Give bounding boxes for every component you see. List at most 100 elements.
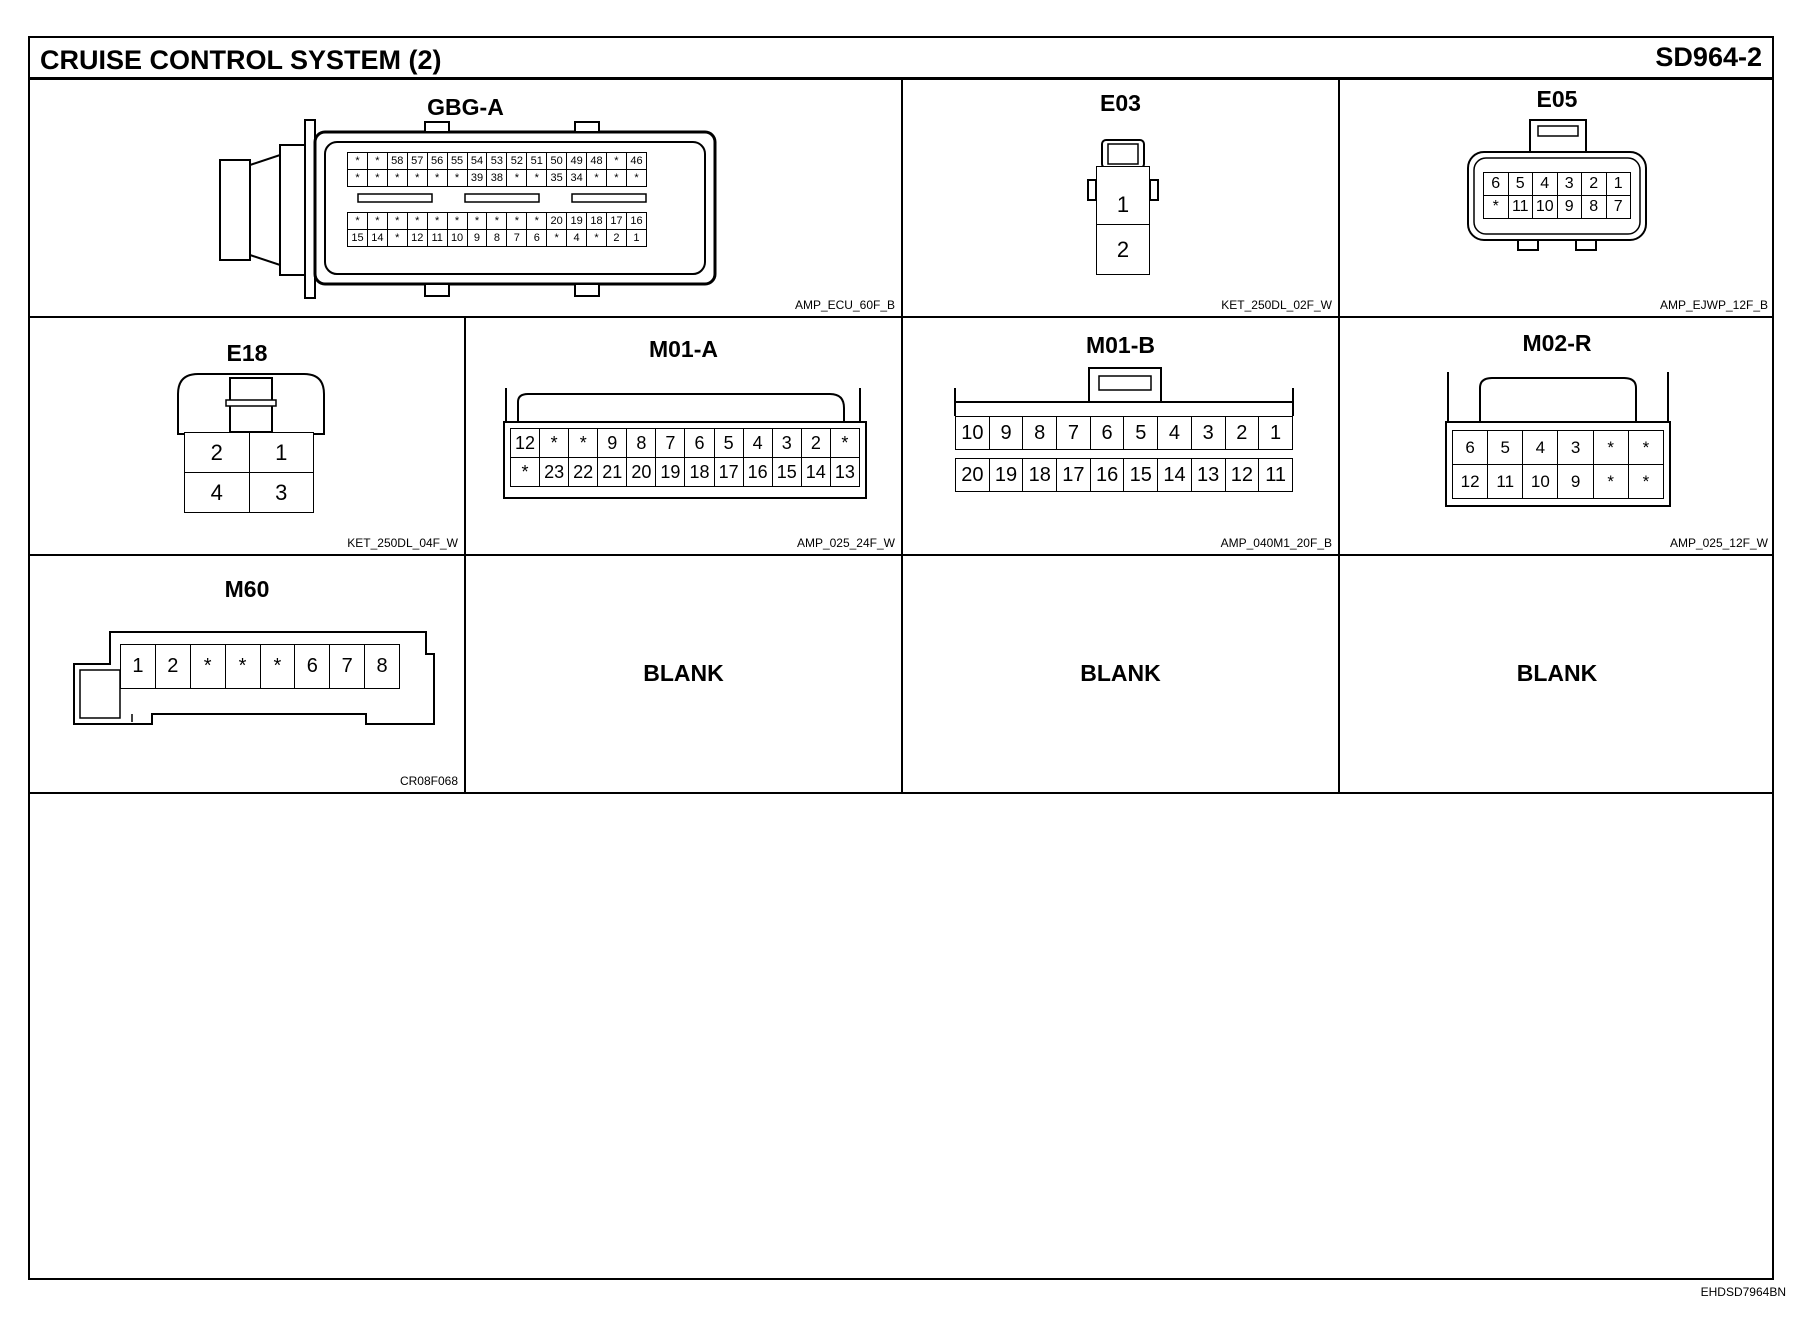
pin: * [446,212,468,230]
pin: 9 [466,229,488,247]
m02r-pins: 6 5 4 3 * * 12 11 10 9 * * [1451,430,1665,499]
header: CRUISE CONTROL SYSTEM (2) SD964-2 [30,38,1772,80]
pin: 9 [597,428,628,458]
pin: * [539,428,570,458]
pin: 6 [526,229,548,247]
pin-row: * * * * * * 39 38 * * 35 34 * * * [347,169,648,187]
pin: * [347,212,368,230]
pin: 20 [546,212,568,230]
cell-e18: E18 2 1 4 3 KET_250DL_04F_W [30,318,466,556]
pin: 12 [1451,464,1489,499]
e05-pins: 6 5 4 3 2 1 * 11 10 9 8 7 [1483,172,1631,219]
connector-e03: 1 2 [1087,139,1159,290]
pin: * [546,229,568,247]
pin: * [506,169,528,187]
connector-code: AMP_025_24F_W [796,536,895,550]
cell-m02r: M02-R 6 5 4 3 * * 12 11 [1340,318,1774,556]
pin: 19 [988,458,1024,492]
pin: 13 [1190,458,1226,492]
pin: 21 [597,457,628,487]
pin: 4 [1522,430,1559,465]
cell-blank-1: BLANK [466,556,903,794]
pin: 2 [184,432,250,473]
pin-row: 1 [1096,186,1150,225]
connector-code: AMP_ECU_60F_B [794,298,895,312]
pin: 3 [1190,416,1226,450]
pin: * [466,212,488,230]
pin: * [386,212,408,230]
pin-spacer [1096,166,1150,187]
pin: * [366,169,388,187]
pin: * [568,428,599,458]
pin: * [586,169,607,187]
cell-blank-2: BLANK [903,556,1340,794]
cell-e05: E05 6 5 4 3 2 1 * [1340,80,1774,318]
pin-row: 2 [1096,224,1150,275]
connector-code: AMP_025_12F_W [1669,536,1768,550]
connector-name: GBG-A [427,94,504,120]
pin: * [386,169,408,187]
page-title: CRUISE CONTROL SYSTEM (2) [40,45,442,75]
pin: 15 [1123,458,1159,492]
pin: 8 [1581,195,1607,219]
pin: 10 [955,416,990,450]
pin: * [1592,430,1629,465]
pin: 1 [1096,186,1150,225]
pin: 2 [1581,172,1607,196]
page-code: SD964-2 [1655,42,1762,72]
pin: 7 [506,229,528,247]
pin: * [406,169,428,187]
pin: 6 [294,644,331,689]
pin: 10 [1532,195,1558,219]
gbga-pins-upper: * * 58 57 56 55 54 53 52 51 50 49 48 * 4… [347,152,648,187]
pin: 3 [771,428,802,458]
connector-code: KET_250DL_04F_W [347,536,458,550]
pin-row: * 23 22 21 20 19 18 17 16 15 14 13 [509,457,861,487]
pin: 5 [713,428,744,458]
pin-row: 4 3 [184,472,314,513]
pin: * [366,152,388,170]
cell-e03: E03 1 2 KET_250DL_02F_W [903,80,1340,318]
connector-code: CR08F068 [399,774,458,788]
pin-row: * 11 10 9 8 7 [1483,195,1631,219]
pin: 52 [506,152,528,170]
pin: 5 [1123,416,1159,450]
pin: 1 [248,432,314,473]
footer-code: EHDSD7964BN [1700,1285,1786,1299]
pin: * [366,212,388,230]
pin: 13 [829,457,861,487]
pin: 4 [1157,416,1192,450]
pin: 4 [1532,172,1558,196]
pin: * [605,152,627,170]
pin-row [1096,166,1150,187]
pin: 1 [625,229,648,247]
pin: 7 [655,428,686,458]
pin: * [509,457,541,487]
pin: 18 [684,457,715,487]
m01b-pins-bottom: 20 19 18 17 16 15 14 13 12 11 [955,458,1293,492]
cell-m60: M60 1 2 * * * 6 7 8 CR08F068 [30,556,466,794]
pin: 9 [1556,195,1582,219]
pin: * [829,428,861,458]
pin: * [526,212,548,230]
pin: 35 [546,169,568,187]
pin: 6 [684,428,715,458]
pin: * [586,229,607,247]
pin: * [224,644,261,689]
pin: 10 [1522,464,1559,499]
cell-gbga: GBG-A * * 58 [30,80,903,318]
pin: 11 [1258,458,1293,492]
pin: 8 [1022,416,1058,450]
pin: * [259,644,296,689]
pin: 4 [742,428,773,458]
pin-row: 12 * * 9 8 7 6 5 4 3 2 * [509,428,861,458]
pin: * [426,212,448,230]
pin: 5 [1507,172,1533,196]
e18-housing [177,373,325,435]
pin: 3 [248,472,314,513]
pin: 55 [446,152,468,170]
pin: * [446,169,468,187]
m01b-pins-top: 10 9 8 7 6 5 4 3 2 1 [955,416,1293,450]
pin: 2 [1224,416,1260,450]
blank-label: BLANK [643,660,724,686]
